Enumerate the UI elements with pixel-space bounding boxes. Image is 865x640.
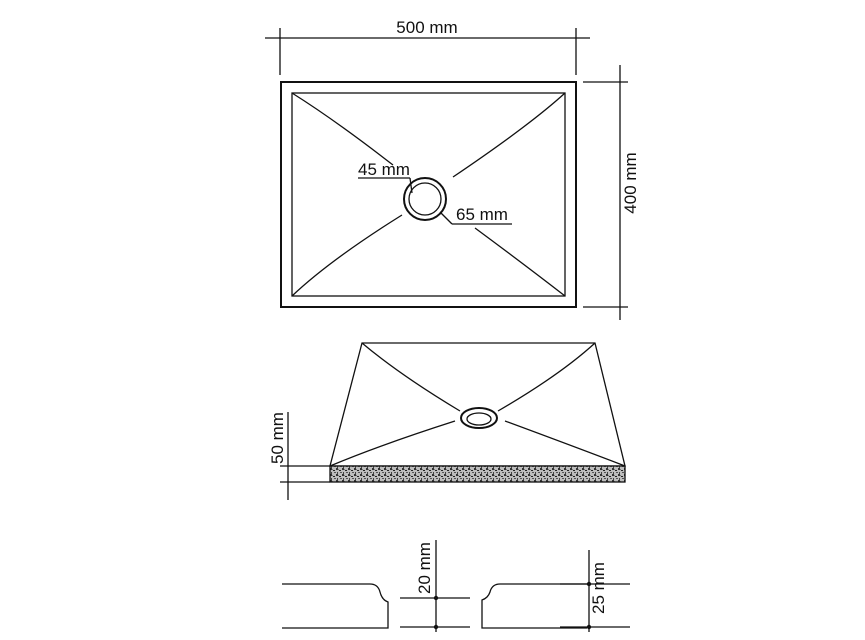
cross-section-right [481,583,587,629]
rim-outer-label: 25 mm [589,562,608,614]
width-dimension: 500 mm [265,18,590,75]
drain-outer-dimension: 65 mm [439,205,512,225]
cross-section-left [282,583,389,629]
perspective-view: 50 mm [268,342,626,500]
rim-inner-dimension: 20 mm [400,540,470,632]
fold-lines-top [291,92,566,297]
drain-outer-label: 65 mm [456,205,508,224]
rim-inner-label: 20 mm [415,542,434,594]
drain-inner-label: 45 mm [358,160,410,179]
fold-lines-perspective [329,342,626,467]
basin-perspective-outline [329,342,626,467]
drain-perspective [460,407,498,429]
drain-inner-dimension: 45 mm [358,160,413,194]
depth-label: 50 mm [268,412,287,464]
basin-base-slab [329,465,626,483]
height-dimension: 400 mm [583,65,640,320]
depth-dimension: 50 mm [268,412,330,500]
height-label: 400 mm [621,152,640,213]
top-view: 500 mm 400 mm 45 mm [265,18,640,320]
rim-outer-dimension: 25 mm [560,550,630,632]
basin-outer-outline [280,81,577,308]
basin-inner-outline [291,92,566,297]
width-label: 500 mm [396,18,457,37]
drain-top [403,177,447,221]
